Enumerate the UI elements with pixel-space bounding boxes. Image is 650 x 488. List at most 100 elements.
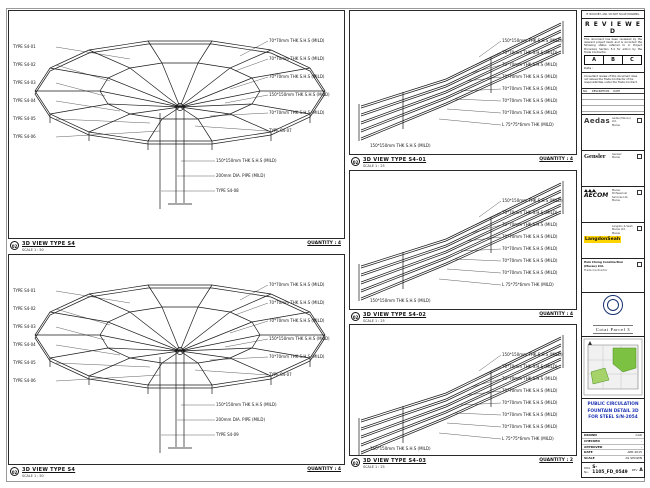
drg-no-label: DRG No. <box>584 466 591 474</box>
member-label: 70*70mm THK S.H.S (MILD) <box>269 300 325 305</box>
member-label: 70*70mm THK S.H.S (MILD) <box>502 412 558 417</box>
drg-no-value: S-1105_FD_0549 <box>592 465 628 475</box>
member-label: TYPE S4-08 <box>216 188 239 193</box>
project-name: Cotai Parcel 3 <box>592 325 634 334</box>
field-label: DRAWN <box>584 433 597 437</box>
reviewed-title: R E V I E W E D <box>584 21 642 37</box>
view-scale: SCALE 1 : 25 <box>363 164 385 168</box>
contractor-role: Trade Contractor <box>584 267 608 272</box>
rev-col-desc: DESCRIPTION <box>591 90 610 93</box>
member-label: TYPE S4-07 <box>269 128 292 133</box>
member-label: 70*70mm THK S.H.S (MILD) <box>502 50 558 55</box>
beam-wireframe <box>358 21 564 141</box>
member-label: 70*70mm THK S.H.S (MILD) <box>269 282 325 287</box>
view-scale: SCALE 1 : 50 <box>22 474 44 478</box>
field-label: APPROVED <box>584 444 603 449</box>
member-label: 70*70mm THK S.H.S (MILD) <box>269 56 325 61</box>
member-label: L 75*75*6mm THK (MILD) <box>502 122 554 127</box>
firm-name: Langdon & Seah Macau Ltd. <box>612 225 633 232</box>
field-label: CHECKED <box>584 438 600 443</box>
view-panel-s4-03: 150*150mm THK S.H.S (MILD) 70*70mm THK S… <box>349 324 577 456</box>
member-label: 70*70mm THK S.H.S (MILD) <box>502 376 558 381</box>
firm-aecom: AECOM Macau Professional Services Ltd. M… <box>582 187 644 223</box>
view-panel-type-s4-bottom: TYPE S4-01 TYPE S4-02 TYPE S4-03 TYPE S4… <box>8 254 345 465</box>
contractor-checkbox <box>637 262 642 267</box>
member-label: TYPE S4-02 <box>13 306 36 311</box>
member-label: 70*70mm THK S.H.S (MILD) <box>502 246 558 251</box>
member-label: TYPE S4-03 <box>13 324 36 329</box>
member-label: 150*150mm THK S.H.S (MILD) <box>269 92 330 97</box>
view-caption-s4-03: 02 3D VIEW TYPE S4-03 SCALE 1 : 25 QUANT… <box>351 458 575 471</box>
member-label: 70*70mm THK S.H.S (MILD) <box>502 234 558 239</box>
view-scale: SCALE 1 : 25 <box>363 465 385 469</box>
member-label: 70*70mm THK S.H.S (MILD) <box>502 74 558 79</box>
firm-gensler: Gensler Gensler Macau <box>582 151 644 187</box>
member-label: 150*150mm THK S.H.S (MILD) <box>502 38 563 43</box>
key-plan-map-icon <box>583 338 643 396</box>
member-label: 70*70mm THK S.H.S (MILD) <box>502 364 558 369</box>
member-label: 70*70mm THK S.H.S (MILD) <box>269 38 325 43</box>
member-label: L 75*75*6mm THK (MILD) <box>502 282 554 287</box>
field-value: - <box>640 444 642 449</box>
member-label: TYPE S4-02 <box>13 62 36 67</box>
member-label: 70*70mm THK S.H.S (MILD) <box>502 424 558 429</box>
member-label: 150*150mm THK S.H.S (MILD) <box>502 198 563 203</box>
quantity-note: QUANTITY : 2 <box>539 458 573 463</box>
view-panel-s4-01: 150*150mm THK S.H.S (MILD) 70*70mm THK S… <box>349 10 577 155</box>
status-option-b: B <box>604 56 623 65</box>
view-title: 3D VIEW TYPE S4-01 <box>363 157 427 163</box>
member-label: TYPE S4-06 <box>13 134 36 139</box>
field-value: CAD <box>635 433 642 437</box>
firm-name: Aedas (Macau) Ltd. <box>612 117 631 124</box>
firm-city: Macau <box>612 231 621 235</box>
review-status-options: A B C <box>584 55 642 66</box>
firm-name: Macau Professional Services Ltd. <box>612 189 629 199</box>
firm-city: Macau <box>612 123 621 127</box>
view-panel-s4-02: 150*150mm THK S.H.S (MILD) 70*70mm THK S… <box>349 170 577 310</box>
member-label: 70*70mm THK S.H.S (MILD) <box>269 74 325 79</box>
revision-table-header: NO. DESCRIPTION DATE <box>582 89 644 94</box>
revision-row <box>582 100 644 106</box>
firm-checkbox <box>637 190 642 195</box>
quantity-note: QUANTITY : 4 <box>539 312 573 317</box>
review-date-label: Date : <box>584 66 594 71</box>
view-title: 3D VIEW TYPE S4-03 <box>363 458 427 464</box>
member-label: 150*150mm THK S.H.S (MILD) <box>370 143 431 148</box>
aecom-logo: AECOM <box>584 189 610 199</box>
field-value: AS SHOWN <box>625 456 642 461</box>
contractor-block: Hsin Chong Construction (Macau) Ltd. Tra… <box>582 259 644 293</box>
revision-row <box>582 94 644 100</box>
firm-address: Aedas (Macau) Ltd. Macau <box>612 117 635 127</box>
firm-city: Macau <box>612 156 621 160</box>
north-arrow-icon <box>588 341 592 345</box>
member-label: 70*70mm THK S.H.S (MILD) <box>502 388 558 393</box>
rev-col-no: NO. <box>583 90 588 93</box>
member-label: 70*70mm THK S.H.S (MILD) <box>502 270 558 275</box>
firm-checkbox <box>637 154 642 159</box>
langdon-seah-logo: LangdonSeah <box>584 236 622 243</box>
field-value: - <box>640 438 642 443</box>
member-label: 150*150mm THK S.H.S (MILD) <box>370 298 431 303</box>
titleblock-top-note: IF IN DOUBT, ASK. DO NOT SCALE DRAWING. <box>582 11 644 19</box>
consultant-note: Consultant review of this document does … <box>582 73 644 89</box>
contractor-name: Hsin Chong Construction (Macau) Ltd. <box>584 260 624 268</box>
view-caption-s4-02: 02 3D VIEW TYPE S4-02 SCALE 1 : 25 QUANT… <box>351 312 575 325</box>
view-caption-s4-01: 02 3D VIEW TYPE S4-01 SCALE 1 : 25 QUANT… <box>351 157 575 170</box>
detail-bubble: 02 <box>10 467 19 476</box>
firm-checkbox <box>637 118 642 123</box>
status-option-a: A <box>585 56 604 65</box>
member-label: 70*70mm THK S.H.S (MILD) <box>502 98 558 103</box>
view-caption-s4-top: 02 3D VIEW TYPE S4 SCALE 1 : 50 QUANTITY… <box>10 241 343 254</box>
detail-bubble: 02 <box>351 312 360 321</box>
status-option-c: C <box>630 57 634 64</box>
view-title: 3D VIEW TYPE S4 <box>22 467 76 473</box>
member-label: 150*150mm THK S.H.S (MILD) <box>502 352 563 357</box>
firm-aedas: Aedas Aedas (Macau) Ltd. Macau <box>582 115 644 151</box>
key-plan <box>582 337 644 399</box>
member-label: TYPE S4-04 <box>13 342 36 347</box>
member-label: 70*70mm THK S.H.S (MILD) <box>502 222 558 227</box>
member-label: 150*150mm THK S.H.S (MILD) <box>269 336 330 341</box>
company-seal-icon <box>603 295 623 315</box>
view-title: 3D VIEW TYPE S4-02 <box>363 312 427 318</box>
member-label: 70*70mm THK S.H.S (MILD) <box>502 62 558 67</box>
